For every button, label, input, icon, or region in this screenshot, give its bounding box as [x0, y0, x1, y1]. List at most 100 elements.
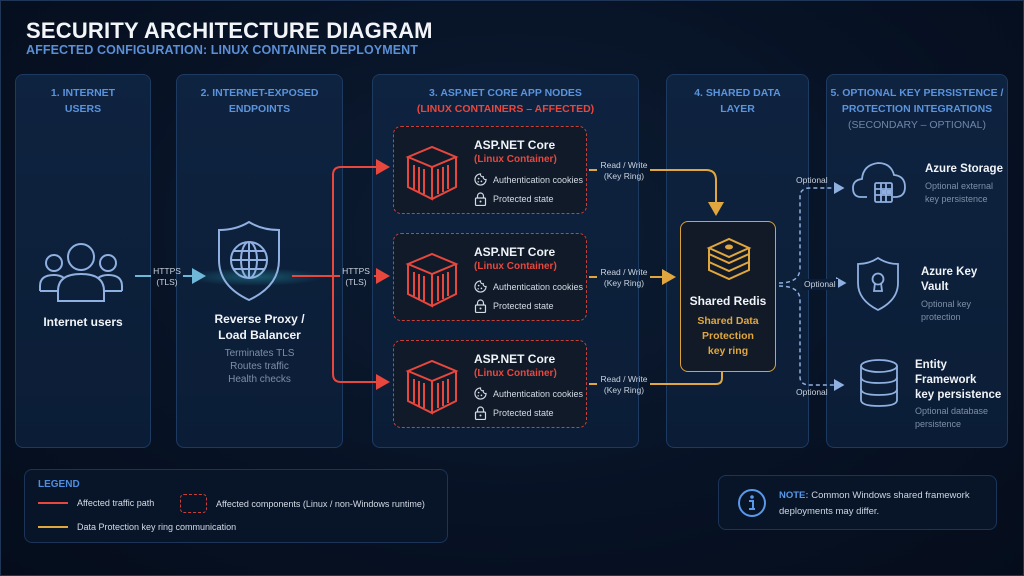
- feature-auth-cookies: Authentication cookies: [474, 173, 583, 186]
- page-subtitle: AFFECTED CONFIGURATION: LINUX CONTAINER …: [26, 43, 419, 57]
- proxy-title-line: Load Balancer: [218, 328, 301, 342]
- proxy-title: Reverse Proxy / Load Balancer: [176, 311, 343, 343]
- column-heading: 2. INTERNET-EXPOSED ENDPOINTS: [177, 85, 342, 117]
- heading-line: LAYER: [720, 103, 755, 115]
- column-heading: 5. OPTIONAL KEY PERSISTENCE / PROTECTION…: [827, 85, 1007, 133]
- feature-label: Protected state: [493, 194, 554, 204]
- edge-label-read-write: Read / Write (Key Ring): [597, 374, 651, 396]
- app-node-subtitle: (Linux Container): [474, 368, 557, 379]
- feature-label: Authentication cookies: [493, 388, 584, 399]
- column-heading: 3. ASP.NET CORE APP NODES (LINUX CONTAIN…: [373, 85, 638, 117]
- edge-label-read-write: Read / Write (Key Ring): [597, 160, 651, 182]
- legend-dashed-box: [180, 494, 207, 513]
- integration-title: Azure Storage: [925, 163, 1003, 175]
- feature-protected-state: Protected state: [474, 299, 554, 313]
- heading-line: 5. OPTIONAL KEY PERSISTENCE /: [830, 87, 1004, 99]
- container-icon: [405, 252, 459, 308]
- app-node-3[interactable]: ASP.NET Core (Linux Container) Authentic…: [393, 340, 587, 428]
- column-internet-users: 1. INTERNET USERS: [15, 74, 151, 448]
- legend-item-affected-path: Affected traffic path: [38, 498, 154, 508]
- redis-title: Shared Redis: [689, 294, 767, 308]
- database-icon: [860, 359, 898, 407]
- integration-desc-line: key persistence: [925, 194, 988, 204]
- integration-title: Entity Framework: [915, 359, 977, 386]
- app-node-2[interactable]: ASP.NET Core (Linux Container) Authentic…: [393, 233, 587, 321]
- integration-azure-key-vault[interactable]: Azure Key Vault Optional key protection: [921, 265, 1006, 324]
- heading-line: 3. ASP.NET CORE APP NODES: [429, 87, 582, 99]
- integration-desc: Optional database persistence: [915, 405, 1007, 431]
- edge-label-line: HTTPS: [342, 266, 370, 276]
- heading-line: USERS: [64, 103, 102, 115]
- app-node-subtitle: (Linux Container): [474, 154, 557, 165]
- integration-entity-framework[interactable]: Entity Framework key persistence Optiona…: [915, 358, 1007, 431]
- redis-subtitle-line: Protection: [702, 330, 754, 342]
- lock-icon: [474, 192, 487, 206]
- note-box: NOTE: Common Windows shared framework de…: [718, 475, 997, 530]
- legend-label: Affected components (Linux / non-Windows…: [216, 498, 425, 509]
- note-prefix: NOTE:: [779, 490, 809, 501]
- edge-label-https: HTTPS (TLS): [340, 266, 372, 288]
- edge-label-line: Read / Write: [600, 374, 648, 384]
- redis-subtitle-line: Shared Data: [697, 315, 759, 327]
- container-icon: [405, 145, 459, 201]
- cookie-icon: [474, 280, 487, 293]
- integration-desc: Optional external key persistence: [925, 180, 1005, 206]
- app-node-title: ASP.NET Core: [474, 245, 556, 259]
- legend-title: LEGEND: [38, 479, 80, 490]
- proxy-detail: Terminates TLS: [224, 348, 295, 359]
- integration-desc-line: protection: [921, 312, 961, 322]
- integration-desc-line: Optional key: [921, 299, 972, 309]
- redis-subtitle-line: key ring: [707, 345, 749, 357]
- heading-line: ENDPOINTS: [228, 103, 291, 115]
- page-title: SECURITY ARCHITECTURE DIAGRAM: [26, 18, 433, 43]
- edge-label-line: Read / Write: [600, 267, 648, 277]
- proxy-detail: Health checks: [228, 374, 291, 385]
- feature-label: Authentication cookies: [493, 174, 584, 185]
- feature-auth-cookies: Authentication cookies: [474, 387, 583, 400]
- integration-desc-line: Optional external: [925, 181, 994, 191]
- legend: LEGEND Affected traffic path Affected co…: [24, 469, 448, 543]
- proxy-detail: Routes traffic: [230, 361, 289, 372]
- edge-label-line: HTTPS: [153, 266, 181, 276]
- proxy-details: Terminates TLS Routes traffic Health che…: [176, 347, 343, 386]
- app-node-1[interactable]: ASP.NET Core (Linux Container) Authentic…: [393, 126, 587, 214]
- cookie-icon: [474, 387, 487, 400]
- heading-line: 2. INTERNET-EXPOSED: [200, 87, 319, 99]
- integration-azure-storage[interactable]: Azure Storage Optional external key pers…: [925, 162, 1005, 206]
- app-node-title: ASP.NET Core: [474, 352, 556, 366]
- integration-desc-line: persistence: [915, 419, 962, 429]
- edge-label-read-write: Read / Write (Key Ring): [597, 267, 651, 289]
- cookie-icon: [474, 173, 487, 186]
- legend-label: Affected traffic path: [77, 498, 155, 508]
- shield-globe-icon: [218, 220, 280, 302]
- legend-gold-line: [38, 526, 68, 528]
- feature-auth-cookies: Authentication cookies: [474, 280, 583, 293]
- integration-desc: Optional key protection: [921, 298, 1006, 324]
- feature-label: Protected state: [493, 408, 554, 418]
- edge-label-line: (TLS): [156, 277, 178, 287]
- app-node-subtitle: (Linux Container): [474, 261, 557, 272]
- column-optional-integrations: 5. OPTIONAL KEY PERSISTENCE / PROTECTION…: [826, 74, 1008, 448]
- shared-redis-node[interactable]: Shared Redis Shared Data Protection key …: [680, 221, 776, 372]
- edge-label-line: (Key Ring): [603, 171, 645, 181]
- heading-muted-line: (SECONDARY – OPTIONAL): [848, 119, 986, 131]
- edge-label-optional: Optional: [796, 387, 828, 397]
- container-icon: [405, 359, 459, 415]
- redis-stack-icon: [706, 237, 752, 281]
- heading-line: PROTECTION INTEGRATIONS: [841, 103, 993, 115]
- redis-subtitle: Shared Data Protection key ring: [681, 314, 775, 359]
- proxy-title-line: Reverse Proxy /: [214, 312, 305, 326]
- internet-users-label: Internet users: [43, 315, 123, 329]
- note-text: NOTE: Common Windows shared framework de…: [779, 488, 991, 520]
- app-node-title: ASP.NET Core: [474, 138, 556, 152]
- lock-icon: [474, 299, 487, 313]
- cloud-storage-icon: [852, 162, 906, 203]
- legend-red-line: [38, 502, 68, 504]
- edge-label-line: (Key Ring): [603, 278, 645, 288]
- edge-label-https: HTTPS (TLS): [152, 266, 182, 288]
- edge-label-optional: Optional: [796, 175, 828, 185]
- heading-affected-line: (LINUX CONTAINERS – AFFECTED): [416, 103, 595, 115]
- integration-title: key persistence: [915, 389, 1002, 401]
- heading-line: 4. SHARED DATA: [694, 87, 781, 99]
- edge-label-line: (TLS): [345, 277, 367, 287]
